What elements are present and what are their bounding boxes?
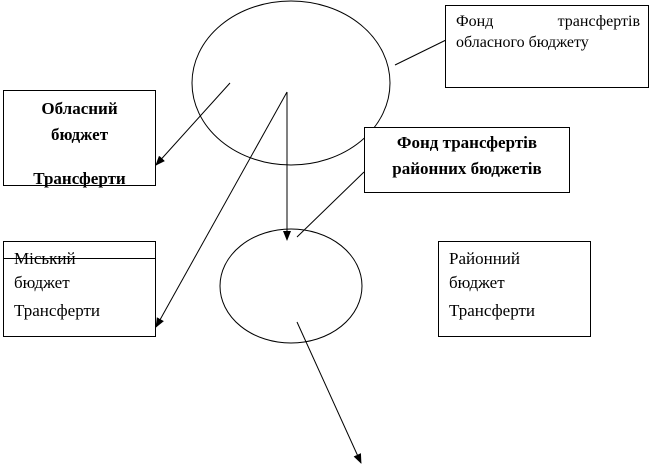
city-budget-line1: Міський xyxy=(14,249,76,268)
oblast-budget-line1: Обласний xyxy=(41,99,118,118)
city-budget-strike-line xyxy=(3,258,156,259)
arrow-to-oblast-budget xyxy=(155,82,231,166)
oblast-budget-line3: Трансферти xyxy=(33,169,126,188)
oblast-fund-callout-line xyxy=(394,39,447,66)
district-budget-line1: Районний xyxy=(449,249,520,268)
oblast-budget-box: Обласний бюджет Трансферти xyxy=(3,90,156,188)
oblast-fund-line2: обласного бюджету xyxy=(456,34,589,51)
oblast-fund-word2: трансфертів xyxy=(557,13,640,30)
city-budget-line3: Трансферти xyxy=(14,301,100,320)
arrow-down-from-district-fund xyxy=(296,321,362,464)
city-budget-box: Міський бюджет Трансферти xyxy=(3,241,156,337)
district-budget-line2: бюджет xyxy=(449,273,505,292)
district-fund-line2: районних бюджетів xyxy=(392,159,542,178)
district-fund-callout-line xyxy=(296,171,365,238)
district-budget-line3: Трансферти xyxy=(449,301,535,320)
oblast-budget-line2: бюджет xyxy=(50,125,109,144)
district-fund-ellipse xyxy=(219,228,363,344)
arrow-to-city-budget xyxy=(155,91,288,328)
district-fund-line1: Фонд трансфертів xyxy=(396,133,538,152)
oblast-fund-word1: Фонд xyxy=(456,13,494,30)
district-fund-box: Фонд трансфертів районних бюджетів xyxy=(364,127,570,193)
district-budget-box: Районний бюджет Трансферти xyxy=(438,241,591,337)
oblast-fund-ellipse xyxy=(191,0,391,166)
oblast-fund-box: Фонд трансфертів обласного бюджету xyxy=(445,5,649,88)
city-budget-line2: бюджет xyxy=(14,273,70,292)
